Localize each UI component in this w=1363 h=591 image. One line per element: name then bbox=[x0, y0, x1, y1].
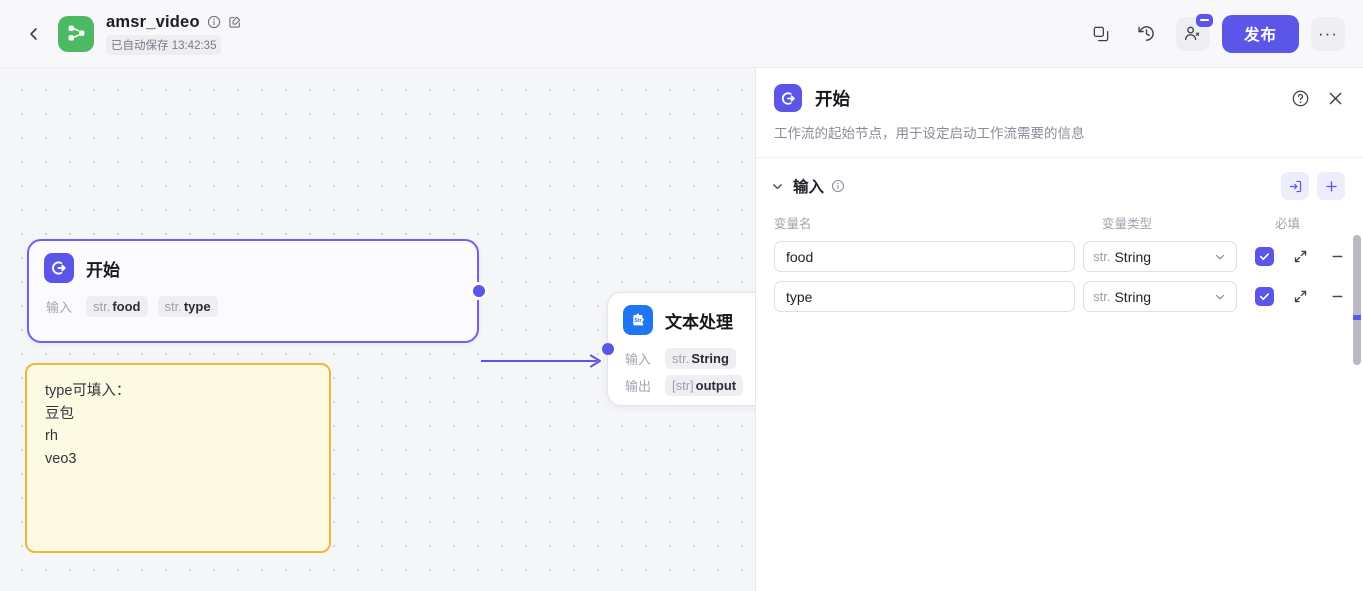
start-node-icon bbox=[774, 84, 802, 112]
duplicate-icon[interactable] bbox=[1084, 17, 1118, 51]
chevron-down-icon bbox=[1213, 290, 1227, 304]
topbar-actions: 发布 ··· bbox=[1084, 13, 1345, 53]
node-text-body: 输入 str.String 输出 [str]output bbox=[608, 335, 755, 396]
node-chip-type: str.type bbox=[157, 296, 218, 317]
input-section-title: 输入 bbox=[793, 179, 825, 196]
chip-type: str. bbox=[672, 351, 690, 366]
variable-type-select[interactable]: str. String bbox=[1083, 241, 1237, 272]
expand-icon[interactable] bbox=[1293, 289, 1308, 304]
expand-icon[interactable] bbox=[1293, 249, 1308, 264]
chip-name: type bbox=[183, 299, 211, 314]
node-text-output-chip: [str]output bbox=[665, 375, 744, 396]
variables-table-header: 变量名 变量类型 必填 bbox=[774, 213, 1345, 232]
node-text-title: 文本处理 bbox=[665, 312, 733, 332]
svg-text:Str: Str bbox=[634, 317, 641, 323]
remove-variable-icon[interactable] bbox=[1330, 289, 1345, 304]
top-bar: amsr_video 已自动保存 13:42:35 bbox=[0, 0, 1363, 68]
required-checkbox[interactable] bbox=[1255, 287, 1274, 306]
type-prefix: str. bbox=[1093, 249, 1111, 264]
help-icon[interactable] bbox=[1291, 89, 1310, 108]
title-block: amsr_video 已自动保存 13:42:35 bbox=[106, 13, 242, 55]
type-value: String bbox=[1114, 248, 1152, 265]
node-text-output-row: 输出 [str]output bbox=[625, 375, 755, 396]
chip-name: output bbox=[695, 378, 737, 393]
chip-type: str. bbox=[164, 299, 182, 314]
column-header-type: 变量类型 bbox=[1102, 217, 1153, 231]
node-output-handle[interactable] bbox=[470, 282, 488, 300]
node-start-body: 输入 str.food str.type bbox=[29, 283, 477, 317]
input-section-header: 输入 bbox=[756, 158, 1363, 200]
panel-description: 工作流的起始节点，用于设定启动工作流需要的信息 bbox=[774, 126, 1085, 141]
back-button[interactable] bbox=[20, 20, 48, 48]
chip-name: food bbox=[112, 299, 141, 314]
chip-type: [str] bbox=[672, 378, 694, 393]
import-variable-icon[interactable] bbox=[1281, 172, 1309, 200]
sticky-note[interactable]: type可填入： 豆包 rh veo3 bbox=[25, 363, 331, 553]
chevron-down-icon[interactable] bbox=[770, 179, 785, 194]
variable-name-input[interactable] bbox=[774, 281, 1076, 312]
connection-edge bbox=[481, 354, 602, 368]
node-text-process[interactable]: Str 文本处理 输入 str.String 输出 [str]output bbox=[602, 292, 755, 406]
node-start-input-row: 输入 str.food str.type bbox=[46, 296, 477, 317]
sticky-note-line: veo3 bbox=[45, 450, 77, 467]
panel-header-actions bbox=[1291, 89, 1345, 108]
chip-name: String bbox=[691, 351, 729, 366]
save-status-row: 已自动保存 13:42:35 bbox=[106, 34, 242, 55]
node-text-header: Str 文本处理 bbox=[608, 293, 755, 335]
node-text-output-label: 输出 bbox=[625, 379, 652, 394]
app-logo-icon bbox=[58, 15, 94, 52]
node-start[interactable]: 开始 输入 str.food str.type bbox=[27, 239, 488, 343]
add-variable-icon[interactable] bbox=[1317, 172, 1345, 200]
column-header-required: 必填 bbox=[1275, 217, 1301, 231]
collaborators-icon[interactable] bbox=[1175, 13, 1213, 51]
node-start-header: 开始 bbox=[29, 241, 477, 283]
chip-type: str. bbox=[93, 299, 111, 314]
table-row: str. String bbox=[774, 241, 1345, 272]
chevron-down-icon bbox=[1213, 250, 1227, 264]
panel-title-row: 开始 bbox=[774, 84, 1345, 112]
clock-history-icon[interactable] bbox=[1130, 17, 1164, 51]
variable-name-input[interactable] bbox=[774, 241, 1076, 272]
scrollbar-marker bbox=[1353, 315, 1361, 320]
node-text-input-chip: str.String bbox=[665, 348, 736, 369]
page-title: amsr_video bbox=[106, 12, 200, 31]
node-text-input-row: 输入 str.String bbox=[625, 348, 755, 369]
type-value: String bbox=[1114, 288, 1152, 305]
save-status: 已自动保存 13:42:35 bbox=[106, 34, 222, 55]
info-circle-icon[interactable] bbox=[207, 15, 221, 29]
panel-header: 开始 工作流的起始节点，用于设定启动工作流需要的信息 bbox=[756, 68, 1363, 157]
close-icon[interactable] bbox=[1326, 89, 1345, 108]
node-start-title: 开始 bbox=[86, 260, 120, 280]
info-circle-icon[interactable] bbox=[831, 179, 845, 193]
node-settings-panel: 开始 工作流的起始节点，用于设定启动工作流需要的信息 输入 bbox=[755, 68, 1363, 591]
pencil-square-icon[interactable] bbox=[228, 15, 242, 29]
variable-type-select[interactable]: str. String bbox=[1083, 281, 1237, 312]
collaborators-badge bbox=[1195, 13, 1213, 27]
more-options-icon[interactable]: ··· bbox=[1311, 16, 1345, 51]
table-row: str. String bbox=[774, 281, 1345, 312]
panel-scrollbar[interactable] bbox=[1353, 235, 1361, 365]
input-section-buttons bbox=[1281, 172, 1345, 200]
node-start-input-label: 输入 bbox=[46, 300, 73, 315]
publish-button[interactable]: 发布 bbox=[1221, 14, 1299, 53]
title-row: amsr_video bbox=[106, 13, 242, 32]
node-text-input-label: 输入 bbox=[625, 352, 652, 367]
node-input-handle[interactable] bbox=[602, 343, 614, 355]
panel-divider bbox=[756, 157, 1363, 158]
node-chip-food: str.food bbox=[86, 296, 148, 317]
required-checkbox[interactable] bbox=[1255, 247, 1274, 266]
text-process-icon: Str bbox=[623, 305, 653, 335]
start-node-icon bbox=[44, 253, 74, 283]
column-header-name: 变量名 bbox=[774, 217, 812, 231]
sticky-note-line: 豆包 bbox=[45, 405, 74, 422]
workflow-canvas[interactable]: 开始 输入 str.food str.type bbox=[0, 68, 755, 591]
panel-title: 开始 bbox=[815, 88, 850, 109]
sticky-note-line: type可填入： bbox=[45, 383, 131, 399]
sticky-note-line: rh bbox=[45, 428, 58, 444]
remove-variable-icon[interactable] bbox=[1330, 249, 1345, 264]
variables-table: 变量名 变量类型 必填 str. String bbox=[756, 200, 1363, 312]
type-prefix: str. bbox=[1093, 289, 1111, 304]
